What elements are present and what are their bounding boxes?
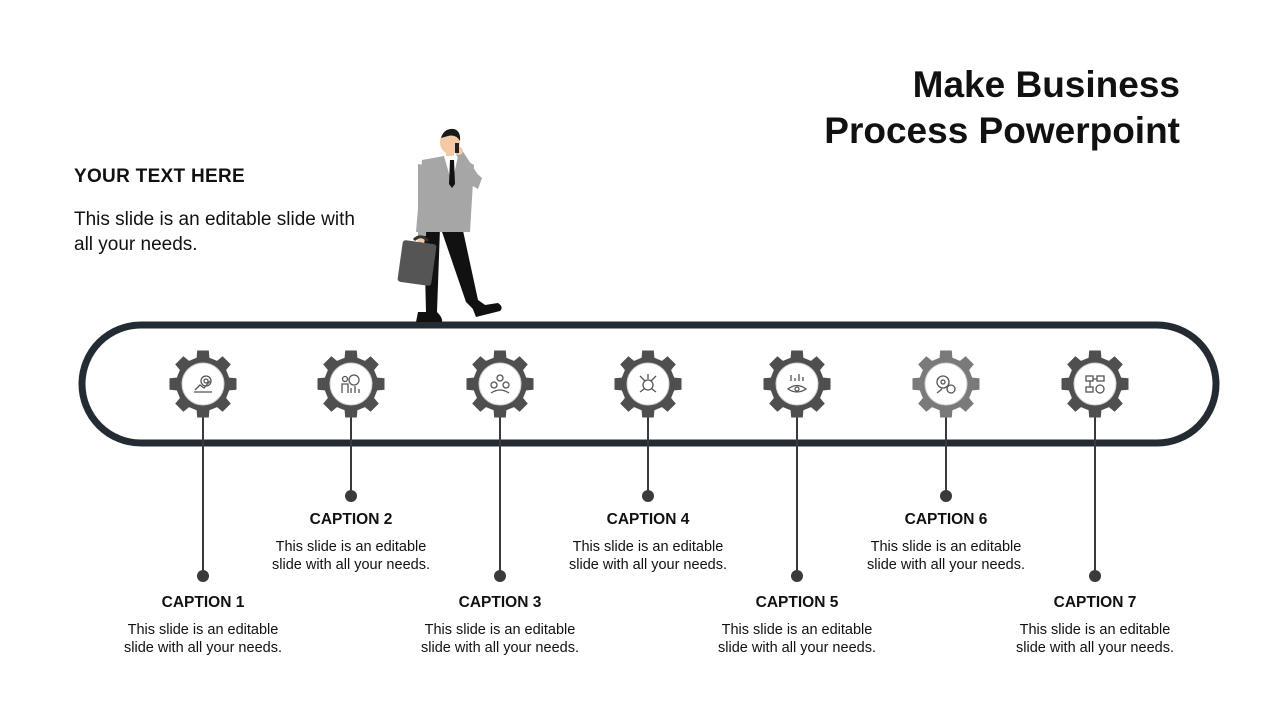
strategy-gears-icon [936,375,956,394]
caption-step-6: CAPTION 6 This slide is an editable slide… [836,510,1056,574]
gear-hub [775,362,819,406]
gear-hub [924,362,968,406]
connector-dot-7 [1089,570,1101,582]
team-network-icon [490,374,510,394]
connector-dot-3 [494,570,506,582]
connector-dot-5 [791,570,803,582]
gear-step-4 [614,350,682,418]
gear-step-5 [763,350,831,418]
intro-body: This slide is an editable slide with all… [74,209,355,255]
gear-step-3 [466,350,534,418]
caption-body: This slide is an editable slide with all… [421,622,579,656]
page-title: Make Business Process Powerpoint [660,62,1180,154]
caption-step-1: CAPTION 1 This slide is an editable slide… [93,593,313,657]
intro-heading: YOUR TEXT HERE [74,166,245,187]
caption-body: This slide is an editable slide with all… [569,539,727,573]
gear-step-7 [1061,350,1129,418]
businessman-walking-icon [397,128,502,322]
gear-step-1 [169,350,237,418]
gear-step-2 [317,350,385,418]
connector-dot-6 [940,490,952,502]
caption-body: This slide is an editable slide with all… [1016,622,1174,656]
caption-title: CAPTION 4 [606,511,690,528]
workflow-process-icon [1085,375,1105,394]
presentation-target-icon [341,374,360,393]
caption-body: This slide is an editable slide with all… [272,539,430,573]
caption-step-7: CAPTION 7 This slide is an editable slide… [985,593,1205,657]
caption-title: CAPTION 5 [755,594,839,611]
caption-body: This slide is an editable slide with all… [124,622,282,656]
caption-title: CAPTION 2 [309,511,393,528]
gear-hub [478,362,522,406]
vision-eye-chart-icon [786,374,808,393]
gear-hub [181,362,225,406]
caption-body: This slide is an editable slide with all… [718,622,876,656]
gear-hub [1073,362,1117,406]
caption-step-4: CAPTION 4 This slide is an editable slide… [538,510,758,574]
caption-body: This slide is an editable slide with all… [867,539,1025,573]
gear-hub [626,362,670,406]
gear-step-6 [912,350,980,418]
process-steps [169,350,1129,582]
caption-title: CAPTION 1 [161,594,245,611]
caption-step-5: CAPTION 5 This slide is an editable slide… [687,593,907,657]
brain-arrows-icon [639,374,657,393]
caption-title: CAPTION 6 [904,511,988,528]
caption-title: CAPTION 3 [458,594,542,611]
title-line-2: Process Powerpoint [824,110,1180,151]
connector-dot-4 [642,490,654,502]
connector-dot-2 [345,490,357,502]
caption-step-3: CAPTION 3 This slide is an editable slide… [390,593,610,657]
caption-title: CAPTION 7 [1053,594,1137,611]
connector-dot-1 [197,570,209,582]
growth-chart-target-icon [194,375,212,393]
title-line-1: Make Business [912,64,1180,105]
caption-step-2: CAPTION 2 This slide is an editable slide… [241,510,461,574]
